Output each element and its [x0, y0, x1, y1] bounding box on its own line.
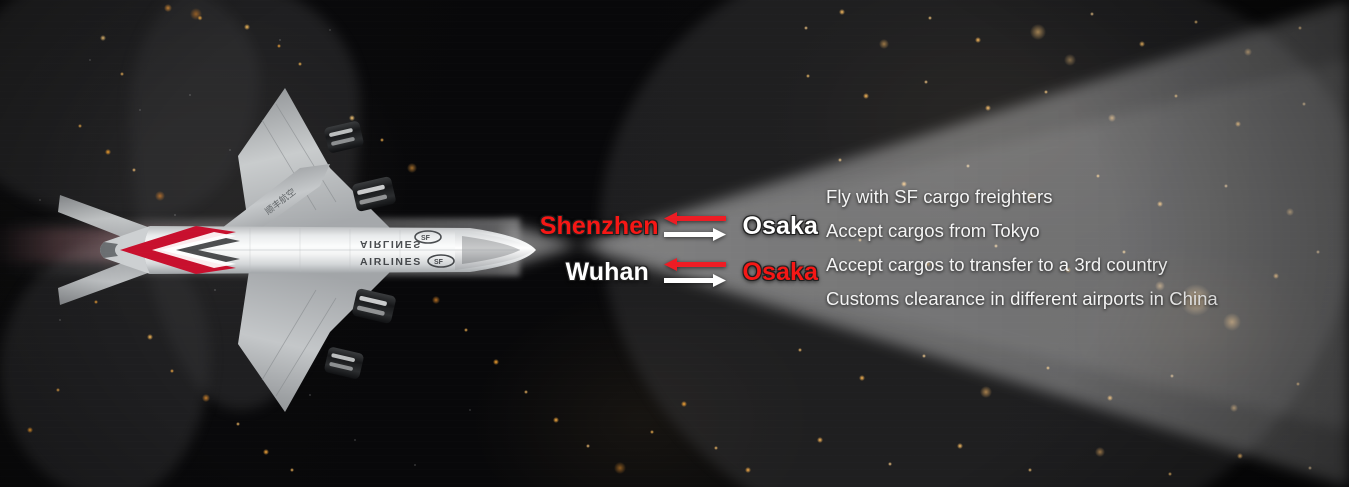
svg-text:SF: SF	[434, 259, 444, 266]
feature-line: Customs clearance in different airports …	[826, 287, 1218, 309]
feature-line: Accept cargos from Tokyo	[826, 219, 1040, 241]
route-destination-city: Osaka	[742, 211, 818, 240]
airline-oval-logo-lower: SF	[427, 254, 455, 268]
engine-upper-outer	[324, 121, 364, 153]
route-origin-city: Shenzhen	[539, 211, 659, 240]
bidirectional-arrows-icon	[664, 211, 727, 241]
route-list: Shenzhen Osaka Wuhan Osaka	[538, 203, 818, 295]
feature-list: Fly with SF cargo freighters Accept carg…	[826, 180, 1296, 316]
route-destination-city: Osaka	[742, 257, 818, 286]
svg-text:SF: SF	[421, 235, 431, 242]
engine-nacelles	[324, 121, 396, 379]
cargo-freighter-aircraft: 顺丰航空	[0, 60, 560, 440]
livery-text: AIRLINES	[360, 256, 422, 268]
engine-lower-outer	[324, 347, 364, 379]
livery-text-mirrored: AIRLINES	[360, 238, 422, 250]
engine-lower-inner	[352, 288, 396, 324]
route-origin-city: Wuhan	[565, 257, 649, 286]
engine-upper-inner	[352, 176, 396, 212]
airline-oval-logo-upper: SF	[414, 230, 442, 244]
feature-line: Accept cargos to transfer to a 3rd count…	[826, 253, 1168, 275]
livery-chevron	[120, 226, 240, 274]
bidirectional-arrows-icon	[664, 257, 727, 287]
route-row: Wuhan Osaka	[538, 249, 818, 295]
livery-text-upper: AIRLINES	[360, 238, 422, 250]
route-row: Shenzhen Osaka	[538, 203, 818, 249]
feature-line: Fly with SF cargo freighters	[826, 185, 1053, 207]
livery-text-lower: AIRLINES	[360, 256, 422, 268]
